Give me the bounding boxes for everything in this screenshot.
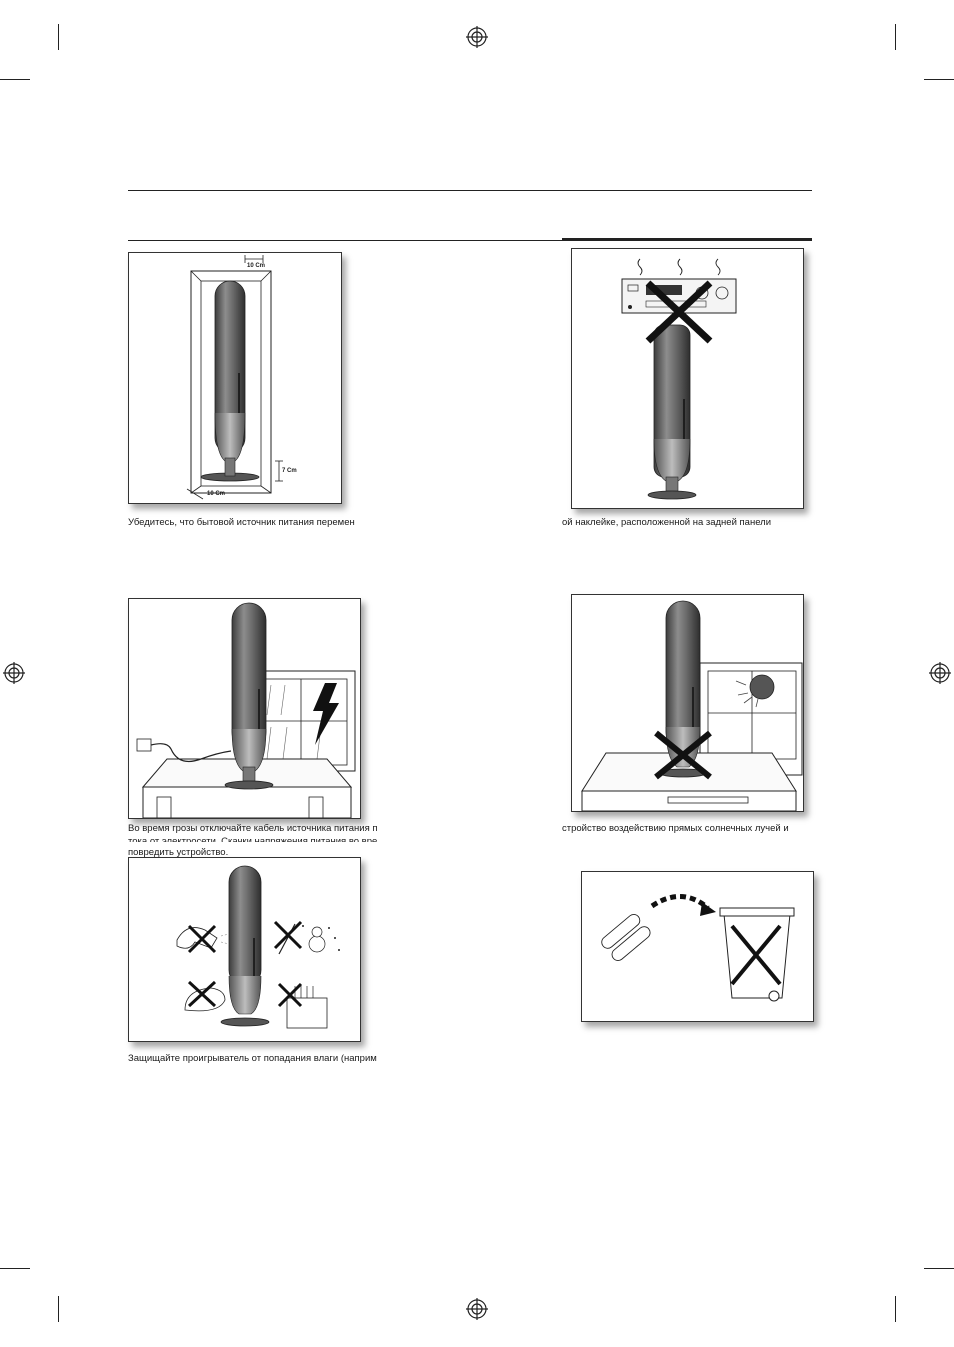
caption-left-2-line1: Во время грозы отключайте кабель источни… xyxy=(128,823,378,834)
crop-mark xyxy=(0,79,30,80)
section-rule-bold xyxy=(562,238,812,241)
section-rule xyxy=(128,240,812,241)
header-rule xyxy=(128,190,812,191)
registration-mark-icon xyxy=(3,662,25,684)
caption-left-1: Убедитесь, что бытовой источник питания … xyxy=(128,517,355,528)
caption-left-2-line3: повредить устройство. xyxy=(128,847,229,858)
no-device-on-top-illustration xyxy=(571,248,804,509)
crop-mark xyxy=(58,24,59,50)
caption-right-2: стройство воздействию прямых солнечных л… xyxy=(562,823,789,834)
caption-right-1: ой наклейке, расположенной на задней пан… xyxy=(562,517,772,528)
clearance-top-label: 10 Cm xyxy=(247,263,266,269)
crop-mark xyxy=(895,24,896,50)
crop-mark xyxy=(58,1296,59,1322)
caption-left-3: Защищайте проигрыватель от попадания вла… xyxy=(128,1053,377,1064)
clearance-side-label: 7 Cm xyxy=(282,468,297,474)
thunderstorm-illustration xyxy=(128,598,361,819)
crop-mark xyxy=(0,1268,30,1269)
crop-mark xyxy=(924,1268,954,1269)
caption-left-2-line2: тока от электросети. Скачки напряжения п… xyxy=(128,836,378,842)
crop-mark xyxy=(924,79,954,80)
clearance-illustration: 10 Cm 7 Cm 10 Cm xyxy=(128,252,342,504)
sunlight-illustration xyxy=(571,594,804,812)
moisture-hazards-illustration xyxy=(128,857,361,1042)
registration-mark-icon xyxy=(466,26,488,48)
clearance-bottom-label: 10 Cm xyxy=(207,491,226,497)
crop-mark xyxy=(895,1296,896,1322)
registration-mark-icon xyxy=(929,662,951,684)
battery-disposal-illustration xyxy=(581,871,814,1022)
registration-mark-icon xyxy=(466,1298,488,1320)
